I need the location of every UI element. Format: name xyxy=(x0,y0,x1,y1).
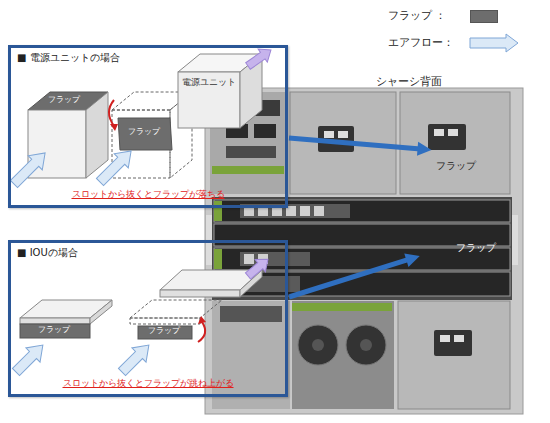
callout-arrow xyxy=(287,249,422,303)
box-heading: ■ IOUの場合 xyxy=(11,243,84,263)
unit-label: 電源ユニット xyxy=(182,78,236,88)
flap-label: フラップ xyxy=(48,96,80,105)
box-heading: ■ 電源ユニットの場合 xyxy=(11,48,126,68)
callout-box: ■ 電源ユニットの場合スロットから抜くとフラップが落ちる xyxy=(8,45,288,208)
legend-text: フラップ ： xyxy=(388,10,447,22)
airflow-legend-arrow xyxy=(470,34,518,52)
iou-illustration xyxy=(9,253,273,379)
flap-label: フラップ xyxy=(128,128,160,137)
chassis-photo xyxy=(205,88,523,414)
legend-swatch xyxy=(470,10,498,23)
warning-caption: スロットから抜くとフラップが跳ね上がる xyxy=(11,377,285,394)
warning-caption: スロットから抜くとフラップが落ちる xyxy=(11,188,285,205)
flap-label: フラップ xyxy=(436,160,476,171)
chassis-title: シャーシ背面 xyxy=(376,76,442,88)
flap-label: フラップ xyxy=(38,326,70,335)
psu-illustration xyxy=(7,43,276,191)
flap-label: フラップ xyxy=(148,327,180,336)
callout-arrow xyxy=(288,131,432,157)
legend-text: エアフロー： xyxy=(388,37,454,49)
callout-box: ■ IOUの場合スロットから抜くとフラップが跳ね上がる xyxy=(8,240,288,397)
flap-label: フラップ xyxy=(456,242,496,253)
